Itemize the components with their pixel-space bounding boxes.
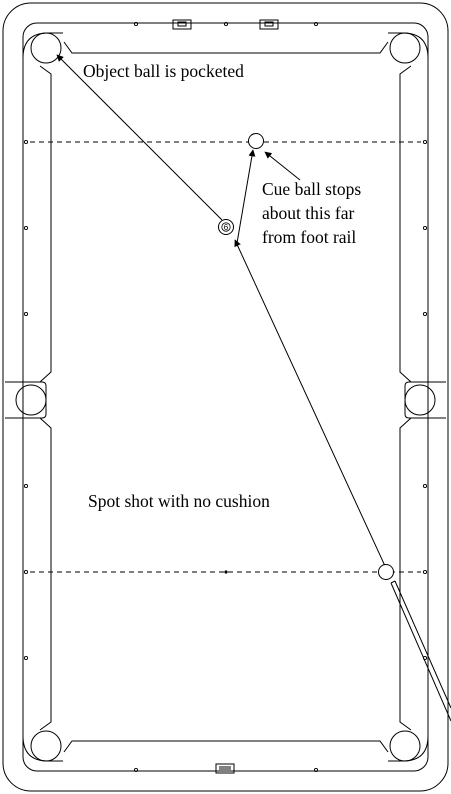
cue-ball-final-position (248, 133, 264, 149)
cue-ball-path-after-contact (236, 149, 256, 244)
object-ball-6: 6 (218, 219, 234, 235)
rail-plate-bottom-hatch (219, 766, 231, 772)
rail-plate-top-left-inner (177, 21, 187, 27)
label-cue-ball-stops-line3: from foot rail (262, 227, 357, 247)
label-object-ball-pocketed: Object ball is pocketed (83, 61, 244, 81)
label-cue-ball-stops-line2: about this far (262, 203, 355, 223)
rail-plate-top-left (172, 19, 192, 30)
cushion-right-upper (399, 65, 412, 383)
object-ball-number: 6 (224, 223, 229, 232)
corner-pocket-top-right (388, 32, 429, 64)
object-ball-path (56, 54, 223, 221)
cue-stick (390, 580, 451, 722)
cushion-left-upper (39, 65, 52, 383)
label-cue-ball-stops-line1: Cue ball stops (262, 179, 362, 199)
cushion-right-lower (399, 417, 412, 731)
cue-ball-start (378, 564, 394, 580)
foot-spot (224, 570, 228, 574)
side-pocket-left (5, 381, 47, 419)
cushion-bottom (63, 740, 389, 753)
corner-pocket-top-left (22, 32, 63, 64)
rail-plate-top-right-inner (264, 21, 274, 27)
rail-diamonds (23, 21, 428, 773)
corner-pocket-bottom-left (22, 730, 63, 762)
annotation-arrow (264, 151, 301, 181)
cue-ball-path-to-contact (234, 239, 386, 567)
cushion-top (63, 41, 389, 54)
rail-plate-bottom (215, 763, 235, 774)
rail-plate-top-right (259, 19, 279, 30)
cushion-left-lower (39, 417, 52, 731)
corner-pocket-bottom-right (388, 730, 429, 762)
label-spot-shot: Spot shot with no cushion (88, 491, 270, 511)
side-pocket-right (404, 381, 446, 419)
table-playing-surface (22, 22, 429, 772)
